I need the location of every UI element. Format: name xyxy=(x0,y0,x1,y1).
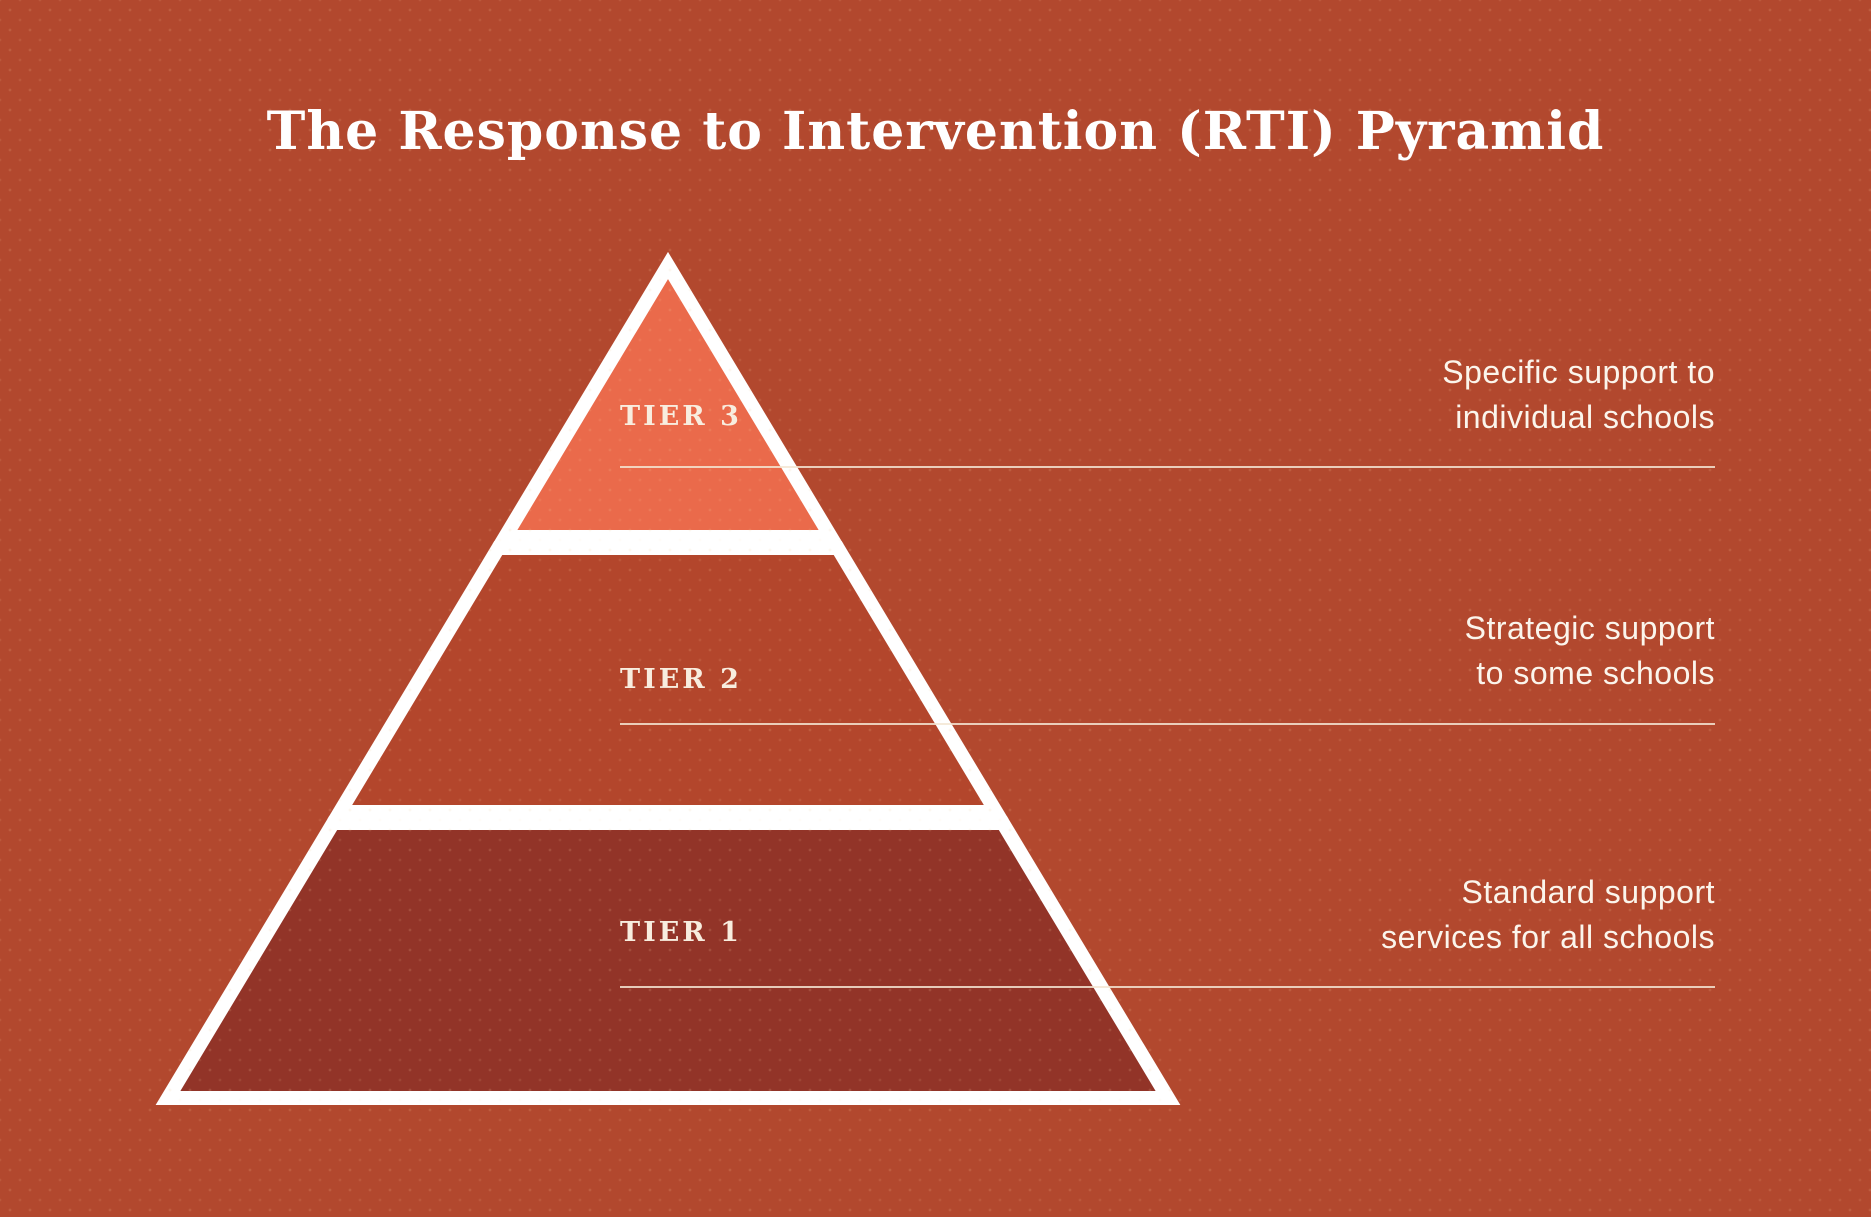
tier2-connector-line xyxy=(620,723,1715,725)
tier3-description-line2: individual schools xyxy=(1455,399,1715,435)
tier2-shape xyxy=(327,541,1009,819)
tier2-description-line1: Strategic support xyxy=(1464,610,1715,646)
tier3-connector-line xyxy=(620,466,1715,468)
page-title: The Response to Intervention (RTI) Pyram… xyxy=(266,101,1605,162)
tier3-label: TIER 3 xyxy=(620,401,742,432)
tier1-description: Standard support services for all school… xyxy=(1381,870,1715,960)
tier3-shape xyxy=(492,251,844,544)
tier3-description-line1: Specific support to xyxy=(1442,354,1715,390)
tier2-description-line2: to some schools xyxy=(1476,655,1715,691)
tier1-description-line2: services for all schools xyxy=(1381,919,1715,955)
tier1-connector-line xyxy=(620,986,1715,988)
tier1-shape xyxy=(155,816,1181,1105)
tier3-description: Specific support to individual schools xyxy=(1442,350,1715,440)
tier1-label: TIER 1 xyxy=(620,917,742,948)
tier2-label: TIER 2 xyxy=(620,664,742,695)
tier1-description-line1: Standard support xyxy=(1461,874,1715,910)
tier2-description: Strategic support to some schools xyxy=(1465,606,1715,696)
